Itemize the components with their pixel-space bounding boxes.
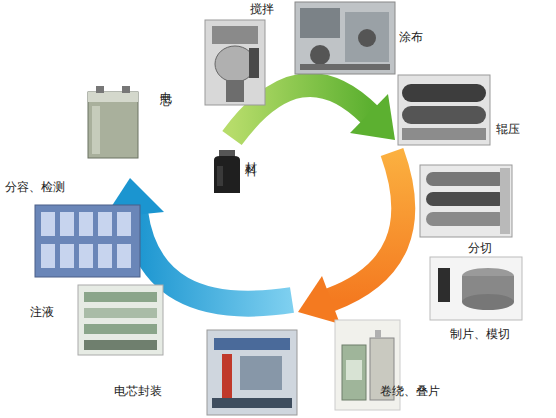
mixer-photo <box>205 20 265 105</box>
step-label: 搅拌 <box>250 2 274 16</box>
material-jar <box>214 150 240 193</box>
step-label: 电芯封装 <box>114 384 162 398</box>
slitting-photo <box>420 165 512 237</box>
process-step: 制片、模切 <box>428 253 538 345</box>
step-label: 制片、模切 <box>450 327 510 341</box>
product-node: 电芯 <box>83 78 183 162</box>
process-step: 分切 <box>418 163 518 258</box>
cycle-arrow <box>298 152 403 324</box>
step-label: 材料 <box>244 152 258 158</box>
process-step: 涂布 <box>293 0 433 76</box>
process-step: 电芯封装 <box>110 328 300 418</box>
formation-photo <box>35 205 140 277</box>
step-label: 涂布 <box>399 30 423 44</box>
step-label: 分容、检测 <box>5 180 65 194</box>
process-step: 分容、检测 <box>3 178 143 279</box>
packaging-photo <box>207 330 297 415</box>
step-label: 注液 <box>30 305 54 319</box>
injection-photo <box>78 285 163 355</box>
step-label: 电芯 <box>159 82 173 88</box>
process-step: 卷绕、叠片 <box>333 316 463 416</box>
process-step: 注液 <box>28 283 165 357</box>
diecut-photo <box>430 257 522 320</box>
material-node: 材料 <box>210 148 262 198</box>
coating-photo <box>295 2 395 74</box>
step-label: 辊压 <box>496 122 520 136</box>
step-label: 分切 <box>468 241 492 255</box>
rolling-photo <box>398 75 490 145</box>
process-step: 搅拌 <box>203 0 283 107</box>
step-label: 卷绕、叠片 <box>380 384 440 398</box>
cell-photo <box>88 86 138 158</box>
process-step: 辊压 <box>396 73 536 147</box>
